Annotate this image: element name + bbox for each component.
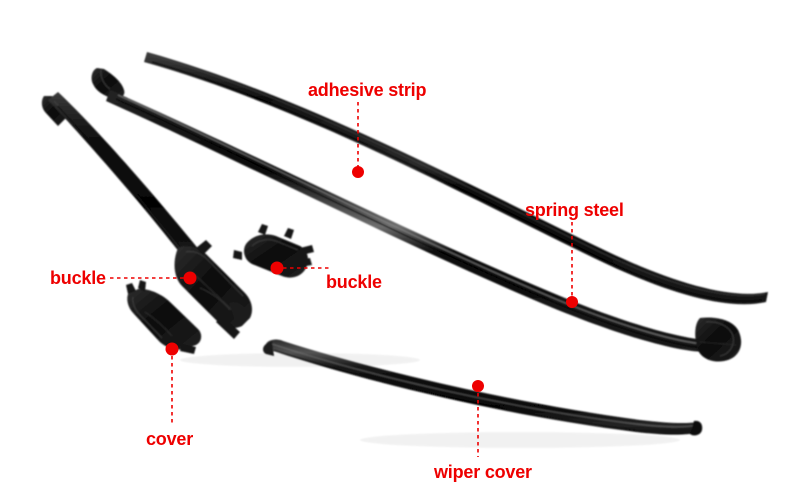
callout-label-wiper-cover: wiper cover: [434, 462, 532, 482]
callout-leader-spring-steel: [566, 222, 578, 308]
callout-label-buckle-right: buckle: [326, 272, 382, 292]
callout-leader-cover: [165, 342, 179, 424]
callout-dot-adhesive-strip[interactable]: [352, 166, 364, 178]
callout-label-adhesive-strip: adhesive strip: [308, 80, 427, 100]
part-rubber-blade: [41, 92, 214, 278]
callout-dot-buckle-right[interactable]: [270, 261, 284, 275]
callout-leader-buckle-left: [110, 271, 197, 285]
part-buckle-attached: [174, 240, 252, 339]
callout-dot-cover[interactable]: [165, 342, 179, 356]
part-adhesive-rail: [144, 52, 768, 305]
callout-leader-adhesive-strip: [352, 102, 364, 178]
callout-label-spring-steel: spring steel: [525, 200, 624, 220]
callout-dot-buckle-left[interactable]: [183, 271, 197, 285]
callout-label-cover: cover: [146, 429, 194, 449]
part-buckle-detached: [233, 224, 314, 278]
callout-leader-wiper-cover: [472, 380, 484, 457]
callout-dot-wiper-cover[interactable]: [472, 380, 484, 392]
callout-dot-spring-steel[interactable]: [566, 296, 578, 308]
part-spring-rail: [91, 68, 742, 362]
part-cover-piece: [126, 280, 202, 354]
callout-leader-buckle-right: [270, 261, 330, 275]
callout-label-buckle-left: buckle: [50, 268, 106, 288]
